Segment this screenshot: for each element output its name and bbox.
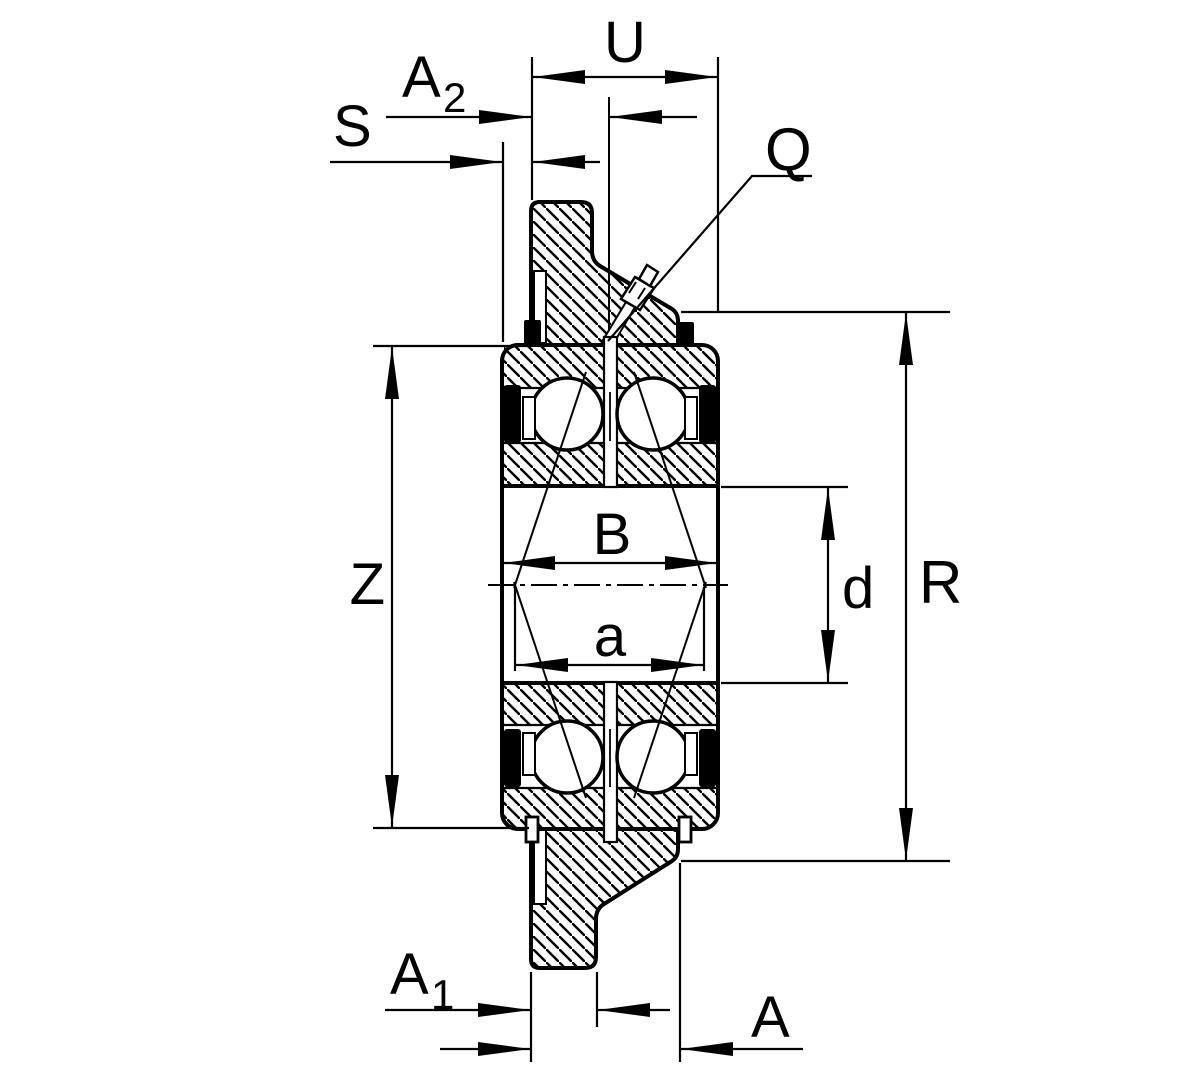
dim-label-S: S — [333, 94, 372, 159]
cage-pocket-top-right — [684, 396, 698, 440]
dimension-A1 — [385, 972, 670, 1062]
cage-pocket-top-left — [522, 396, 536, 440]
dim-label-B: B — [593, 502, 632, 567]
contact-line-bottom-right — [633, 581, 707, 799]
dimensions — [330, 57, 950, 1062]
dim-label-Z: Z — [350, 552, 385, 617]
grease-nipple-tip — [637, 263, 660, 288]
dim-label-U: U — [604, 10, 646, 75]
dim-label-R: R — [919, 549, 962, 616]
ball-bottom-left — [529, 719, 605, 795]
pin-tab-bottom-right — [677, 815, 693, 844]
seals — [504, 385, 716, 787]
cage-pocket-bottom-right — [684, 732, 698, 776]
dim-label-d: d — [842, 556, 874, 621]
cage-pocket-bottom-left — [522, 732, 536, 776]
dimension-a — [513, 587, 706, 672]
contact-line-top-right — [633, 371, 707, 589]
seal-bottom-right — [699, 729, 716, 787]
seal-top-right — [699, 385, 716, 443]
bearing — [500, 320, 720, 844]
nipple-thread-tick — [628, 281, 637, 294]
dim-label-a: a — [594, 604, 627, 669]
dimension-Z — [373, 344, 529, 830]
dim-label-A1: A — [390, 942, 429, 1007]
dimension-A — [440, 863, 803, 1062]
dimension-d — [721, 485, 848, 685]
dim-label-A1-subscript: 1 — [431, 971, 454, 1018]
dimension-R — [681, 310, 950, 863]
contact-line-bottom-left — [513, 581, 587, 799]
nipple-thread-tick — [637, 287, 646, 300]
bottom-flange-body — [529, 826, 680, 970]
contact-line-top-left — [513, 371, 587, 589]
bottom-flange — [529, 826, 680, 970]
flinger-tab-top-right — [677, 322, 694, 347]
dimension-U — [530, 57, 720, 311]
q-leader-line — [607, 174, 812, 342]
ball-top-left — [529, 376, 605, 452]
flinger-tab-top-left — [524, 320, 541, 347]
dim-label-A2-subscript: 2 — [443, 74, 466, 121]
dimension-S — [330, 142, 600, 342]
dim-label-A: A — [751, 985, 790, 1050]
dim-label-A2: A — [402, 45, 441, 110]
ball-top-right — [615, 376, 691, 452]
dim-label-Q: Q — [765, 116, 812, 183]
seal-top-left — [504, 385, 521, 443]
ball-bottom-right — [615, 719, 691, 795]
pin-tab-bottom-left — [524, 815, 540, 844]
seal-bottom-left — [504, 729, 521, 787]
